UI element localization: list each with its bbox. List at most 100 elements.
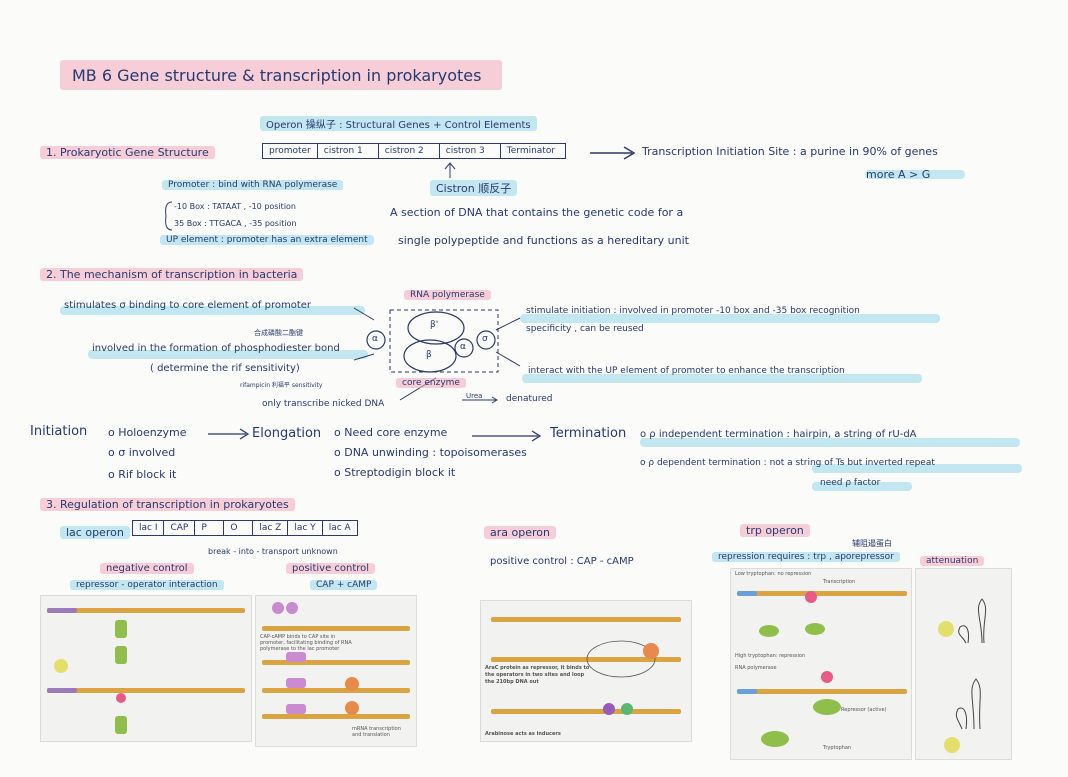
figure-text: Low tryptophan: no repression — [735, 571, 812, 577]
figure-text: mRNA transcription — [352, 726, 401, 732]
trp-cn-note: 辅阻遏蛋白 — [852, 539, 892, 548]
lac-box: lac A — [328, 523, 351, 533]
init-item: o Holoenzyme — [108, 426, 187, 439]
ara-operon-figure: AraC protein as repressor, it binds to t… — [480, 600, 692, 742]
term-item: o ρ dependent termination : not a string… — [640, 458, 935, 468]
negative-control-figure — [40, 595, 252, 742]
positive-control-figure: CAP-cAMP binds to CAP site in promoter, … — [255, 595, 417, 747]
init-item: o σ involved — [108, 446, 176, 459]
cistron-def-1: A section of DNA that contains the genet… — [390, 206, 684, 219]
nicked-dna: only transcribe nicked DNA — [262, 399, 385, 409]
figure-text: polymerase to the lac promoter — [260, 646, 340, 652]
cistron-term: Cistron 顺反子 — [430, 180, 518, 196]
lac-box: O — [224, 521, 254, 535]
subunit-beta: β — [426, 350, 432, 360]
elong-item: o Streptodigin block it — [334, 466, 456, 479]
operon-label: Operon 操纵子 : Structural Genes + Control … — [260, 116, 537, 131]
arrow-to-termination — [472, 430, 542, 442]
figure-text: CAP-cAMP binds to CAP site in — [260, 634, 336, 640]
subunit-beta-prime: β' — [430, 320, 439, 330]
figure-text: Arabinose acts as inducers — [485, 731, 561, 737]
trp-operon-label: trp operon — [740, 524, 810, 537]
operon-box: cistron 3 — [440, 144, 501, 158]
lac-operon-diagram: lac I CAP P O lac Z lac Y lac A — [132, 520, 358, 536]
operon-box: promoter — [263, 144, 318, 158]
urea-label: Urea — [466, 392, 483, 400]
figure-text: and translation — [352, 732, 390, 738]
figure-text: High tryptophan: repression — [735, 653, 806, 659]
cistron-pointer — [444, 162, 456, 178]
highlight — [812, 482, 912, 491]
phosphodiester-bond: involved in the formation of phosphodies… — [92, 343, 340, 354]
purine-more: more A > G — [866, 168, 931, 181]
highlight — [88, 350, 368, 359]
figure-text: promoter, facilitating binding of RNA — [260, 640, 352, 646]
core-enzyme-label: core enzyme — [396, 378, 466, 388]
figure-text: the 210bp DNA out — [485, 679, 539, 685]
attenuation-figure — [915, 568, 1012, 760]
figure-text: AraC protein as repressor, it binds to — [485, 665, 590, 671]
arrow-to-elongation — [208, 428, 250, 440]
rna-polymerase-label: RNA polymerase — [404, 290, 491, 300]
attenuation-label: attenuation — [920, 556, 985, 566]
arrow-to-transcription-site — [590, 146, 636, 160]
init-item: o Rif block it — [108, 468, 177, 481]
need-rho-factor: need ρ factor — [820, 478, 881, 488]
lac-box: P — [195, 521, 225, 535]
highlight — [812, 464, 1022, 473]
trp-operon-figure: Low tryptophan: no repression Transcript… — [730, 568, 912, 760]
interact-up-element: interact with the UP element of promoter… — [528, 366, 845, 376]
rif-sensitivity: ( determine the rif sensitivity) — [150, 363, 300, 374]
lac-box: lac Y — [288, 521, 323, 535]
subunit-alpha: α — [460, 342, 466, 352]
repressor-operator: repressor - operator interaction — [70, 580, 224, 590]
subunit-sigma: σ — [482, 334, 488, 344]
arrow-denatured — [462, 396, 498, 404]
cistron-def-2: single polypeptide and functions as a he… — [398, 234, 689, 247]
operon-box: cistron 2 — [379, 144, 440, 158]
term-item: o ρ independent termination : hairpin, a… — [640, 429, 917, 440]
operon-diagram: promoter cistron 1 cistron 2 cistron 3 T… — [262, 143, 566, 159]
elongation-label: Elongation — [252, 426, 322, 441]
box-35: 35 Box : TTGACA , -35 position — [174, 219, 297, 228]
note-cn-1: 合成磷酸二酯键 — [254, 329, 303, 337]
denatured: denatured — [506, 394, 553, 404]
highlight — [640, 438, 1020, 447]
section-1-heading: 1. Prokaryotic Gene Structure — [40, 146, 215, 159]
ara-operon-label: ara operon — [484, 526, 556, 539]
positive-control: positive control — [286, 563, 376, 574]
ara-positive-control: positive control : CAP - cAMP — [490, 556, 634, 567]
trp-repression: repression requires : trp , aporepressor — [712, 552, 900, 562]
operon-box: cistron 1 — [318, 144, 379, 158]
subunit-alpha: α — [372, 334, 378, 344]
lac-operon-label: lac operon — [60, 526, 130, 539]
elong-item: o DNA unwinding : topoisomerases — [334, 446, 527, 459]
box-10: -10 Box : TATAAT , -10 position — [174, 202, 297, 211]
lac-box: CAP — [164, 521, 196, 535]
stimulate-initiation: stimulate initiation : involved in promo… — [526, 306, 860, 316]
lac-gene-notes: break - into - transport unknown — [208, 547, 338, 556]
figure-text: RNA polymerase — [735, 665, 777, 671]
page-title-highlight — [60, 60, 502, 90]
specificity: specificity , can be reused — [526, 324, 644, 334]
note-cn-2: rifampicin 利福平 sensitivity — [240, 382, 323, 389]
page-title: MB 6 Gene structure & transcription in p… — [72, 66, 482, 85]
lac-box: lac I — [133, 521, 165, 535]
highlight — [522, 374, 922, 383]
highlight — [865, 170, 965, 179]
brace — [165, 201, 173, 231]
figure-text: Tryptophan — [823, 745, 852, 751]
lac-box: lac Z — [253, 521, 289, 535]
figure-text: Repressor (active) — [841, 707, 887, 713]
cap-camp: CAP + cAMP — [310, 580, 378, 590]
figure-text: the operators in two sites and loop — [485, 672, 585, 678]
negative-control: negative control — [100, 563, 194, 574]
termination-label: Termination — [550, 426, 627, 441]
highlight — [60, 306, 365, 315]
figure-text: Transcription — [823, 579, 856, 585]
stimulates-sigma: stimulates σ binding to core element of … — [64, 300, 312, 311]
up-element-def: UP element : promoter has an extra eleme… — [160, 235, 374, 245]
rna-polymerase-diagram — [353, 307, 521, 401]
highlight — [520, 314, 940, 323]
initiation-label: Initiation — [30, 424, 88, 439]
